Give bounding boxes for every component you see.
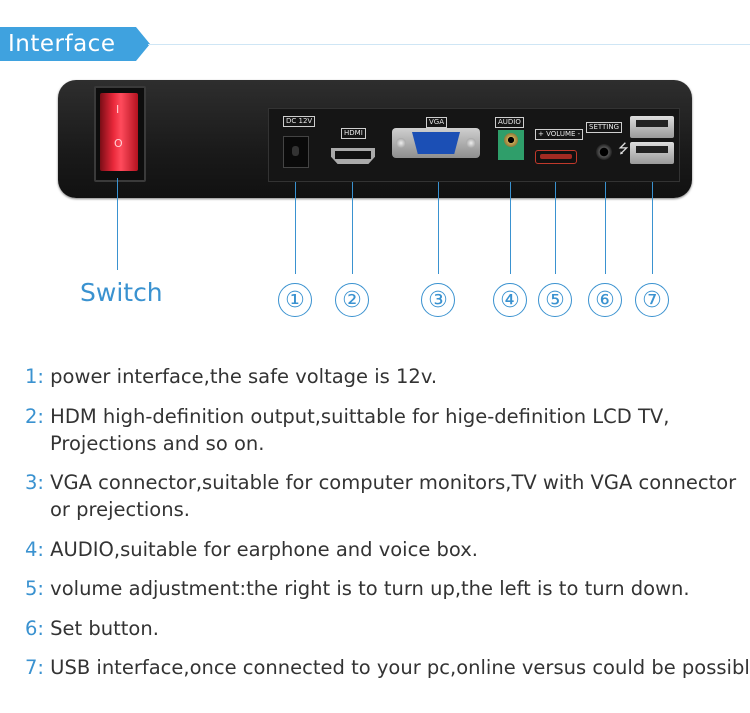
description-text: volume adjustment:the right is to turn u… — [43, 577, 690, 600]
description-number: 2: — [25, 405, 44, 428]
switch-callout-label: Switch — [80, 278, 163, 307]
description-text: power interface,the safe voltage is 12v. — [43, 365, 438, 388]
description-number: 6: — [25, 617, 44, 640]
description-number: 4: — [25, 538, 44, 561]
port-label-setting: SETTING — [586, 122, 623, 133]
usb-port-bottom — [630, 142, 674, 164]
section-header: Interface — [0, 27, 150, 61]
vga-screw-left — [396, 138, 406, 148]
audio-jack — [504, 133, 518, 147]
description-text: HDM high-definition output,suittable for… — [43, 405, 670, 428]
header-tag-shape — [0, 27, 150, 61]
description-item-2: 2: HDM high-definition output,suittable … — [25, 403, 669, 457]
description-item-7: 7: USB interface,once connected to your … — [25, 654, 750, 681]
switch-on-mark: I — [116, 103, 120, 116]
hdmi-port — [331, 148, 375, 164]
description-text: USB interface,once connected to your pc,… — [43, 656, 750, 679]
callout-line-6 — [605, 182, 606, 274]
callout-line-4 — [510, 182, 511, 274]
header-divider — [148, 44, 750, 45]
callout-line-7 — [652, 182, 653, 274]
description-item-3: 3: VGA connector,suitable for computer m… — [25, 469, 736, 523]
port-label-vga: VGA — [426, 117, 448, 128]
callout-line-5 — [555, 182, 556, 274]
description-item-5: 5: volume adjustment:the right is to tur… — [25, 575, 690, 602]
description-text: Set button. — [43, 617, 159, 640]
port-board — [268, 108, 680, 182]
port-label-hdmi: HDMI — [341, 128, 366, 139]
callout-line-2 — [352, 182, 353, 274]
vga-screw-right — [466, 138, 476, 148]
description-number: 3: — [25, 471, 44, 494]
callout-number-7: ⑦ — [635, 283, 669, 317]
callout-number-3: ③ — [421, 283, 455, 317]
port-label-dc: DC 12V — [283, 116, 316, 127]
callout-number-4: ④ — [493, 283, 527, 317]
callout-number-5: ⑤ — [538, 283, 572, 317]
callout-line-3 — [438, 182, 439, 274]
vga-port — [412, 132, 460, 154]
callout-line-1 — [295, 182, 296, 274]
callout-number-2: ② — [335, 283, 369, 317]
description-item-1: 1: power interface,the safe voltage is 1… — [25, 363, 437, 390]
description-text: AUDIO,suitable for earphone and voice bo… — [43, 538, 478, 561]
description-continuation: or prejections. — [50, 498, 190, 521]
port-label-volume: + VOLUME - — [535, 129, 584, 140]
description-item-4: 4: AUDIO,suitable for earphone and voice… — [25, 536, 478, 563]
callout-number-1: ① — [278, 283, 312, 317]
usb-icon: ⭍ — [618, 142, 629, 157]
callout-line-switch — [117, 178, 118, 270]
dc-power-jack — [283, 136, 309, 168]
section-title: Interface — [8, 31, 116, 57]
power-switch: I O — [100, 93, 138, 171]
volume-rocker — [535, 150, 577, 164]
description-text: VGA connector,suitable for computer moni… — [43, 471, 737, 494]
switch-off-mark: O — [114, 137, 123, 150]
setting-button — [596, 144, 612, 160]
usb-port-top — [630, 116, 674, 138]
description-number: 7: — [25, 656, 44, 679]
callout-number-6: ⑥ — [588, 283, 622, 317]
description-item-6: 6: Set button. — [25, 615, 159, 642]
description-number: 1: — [25, 365, 44, 388]
description-number: 5: — [25, 577, 44, 600]
description-continuation: Projections and so on. — [50, 432, 265, 455]
port-label-audio: AUDIO — [495, 117, 524, 128]
